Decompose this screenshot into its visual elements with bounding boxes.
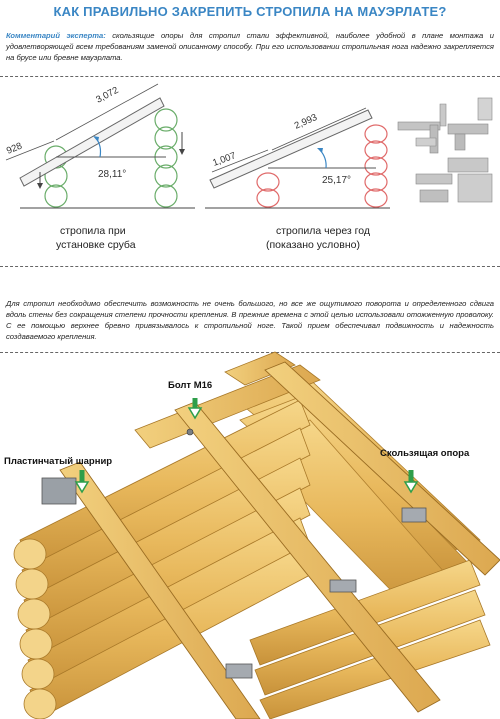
top-beams xyxy=(134,351,321,449)
label-hinge: Пластинчатый шарнир xyxy=(4,456,112,467)
comment-label: Комментарий эксперта: xyxy=(6,31,106,40)
back-wall xyxy=(229,369,481,611)
separator-top xyxy=(0,76,500,77)
diagram-left: 3,072 928 28,11° стропила при установке … xyxy=(5,83,195,251)
right-caption-1: стропила через год xyxy=(276,225,370,237)
left-angle: 28,11° xyxy=(98,169,126,180)
model-fasteners xyxy=(41,428,427,679)
explanation-paragraph: Для стропил необходимо обеспечить возмож… xyxy=(6,299,494,341)
right-dim-top: 2,993 xyxy=(293,112,319,132)
separator-bottom xyxy=(0,352,500,353)
comment-text: скользящие опоры для стропил стали эффек… xyxy=(6,31,494,62)
left-dim-top: 3,072 xyxy=(94,85,120,106)
metal-fasteners-image xyxy=(397,97,496,208)
page-title: КАК ПРАВИЛЬНО ЗАКРЕПИТЬ СТРОПИЛА НА МАУЭ… xyxy=(53,4,447,19)
front-wall xyxy=(13,399,311,719)
pointer-arrows xyxy=(74,398,419,494)
rafters xyxy=(59,361,500,719)
right-angle: 25,17° xyxy=(322,175,351,186)
diagram-right: 2,993 1,007 25,17° стропила через год (п… xyxy=(205,107,390,251)
left-caption-2: установке сруба xyxy=(56,239,136,251)
right-caption-2: (показано условно) xyxy=(266,239,360,251)
separator-mid xyxy=(0,266,500,267)
lower-right-logs xyxy=(249,559,491,719)
rafter-diagrams: 3,072 928 28,11° стропила при установке … xyxy=(5,83,496,251)
expert-comment: Комментарий эксперта: скользящие опоры д… xyxy=(6,30,494,63)
right-dim-eave: 1,007 xyxy=(211,150,237,168)
label-slide: Скользящая опора xyxy=(380,448,470,459)
label-bolt: Болт М16 xyxy=(168,380,212,391)
left-caption-1: стропила при xyxy=(60,225,126,237)
